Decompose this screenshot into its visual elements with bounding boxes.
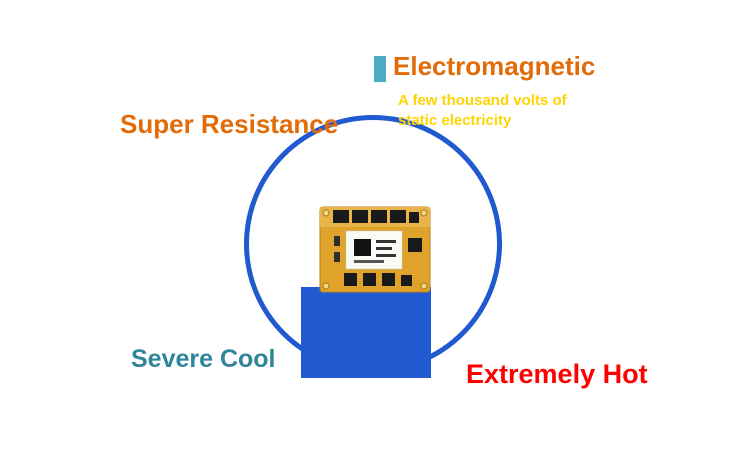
extremely-hot-label: Extremely Hot [466,359,648,389]
electromagnetic-description-line2: static electricity [398,112,512,129]
accent-bar [374,56,386,82]
pcb-image [318,200,432,295]
blue-block [301,287,431,378]
electromagnetic-title: Electromagnetic [393,51,596,81]
pcb-illustration [319,206,431,293]
severe-cool-label: Severe Cool [131,345,276,373]
electromagnetic-description-line1: A few thousand volts of [398,92,567,109]
super-resistance-label: Super Resistance [120,109,339,139]
electromagnetic-description: A few thousand volts of static electrici… [398,91,567,131]
